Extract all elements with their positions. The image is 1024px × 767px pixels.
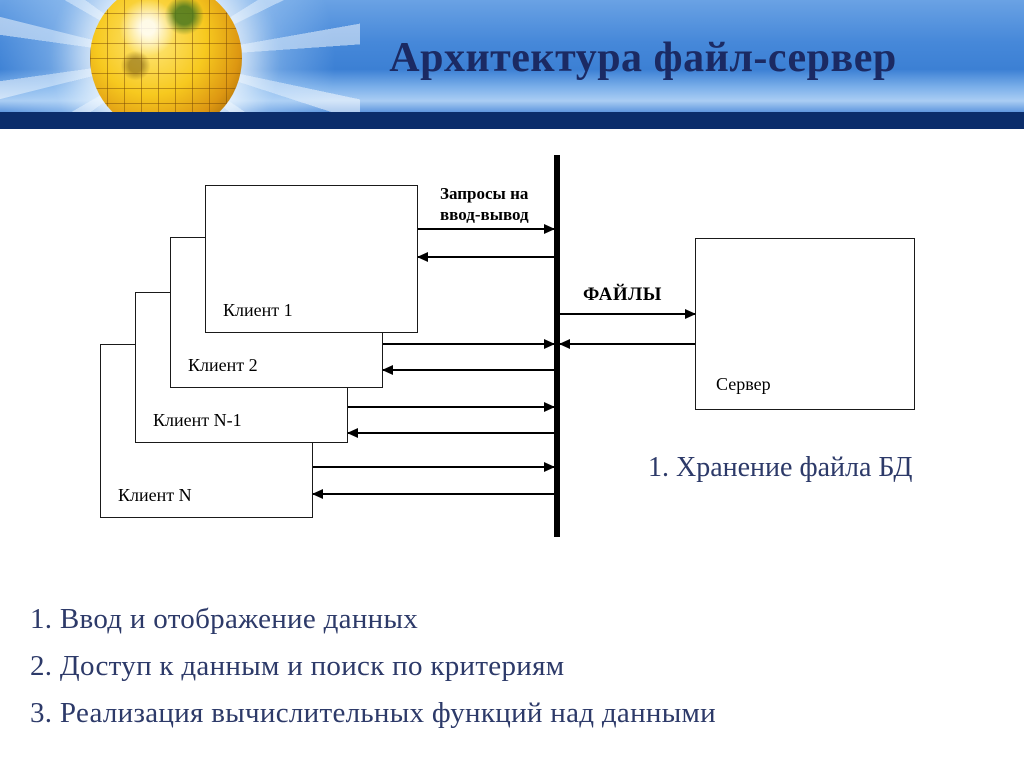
client-n-label: Клиент N <box>118 485 192 505</box>
arrow-bus-to-client1 <box>417 252 554 262</box>
arrow-client1-to-bus <box>418 224 555 234</box>
server-label: Сервер <box>716 374 771 394</box>
notes-list: 1. Ввод и отображение данных 2. Доступ к… <box>30 603 716 745</box>
header-accent-bar <box>0 112 1024 129</box>
arrow-clientn-to-bus <box>313 462 555 472</box>
note-item-2: 2. Доступ к данным и поиск по критериям <box>30 649 565 682</box>
globe-icon <box>90 0 242 112</box>
files-label: ФАЙЛЫ <box>583 284 662 305</box>
io-request-label: Запросы на ввод-вывод <box>440 184 529 225</box>
client-n1-label: Клиент N-1 <box>153 410 242 430</box>
client-1-label: Клиент 1 <box>223 300 293 320</box>
arrow-bus-to-clientn <box>312 489 554 499</box>
note-item-1: 1. Ввод и отображение данных <box>30 603 419 635</box>
server-note: 1. Хранение файла БД <box>648 452 913 483</box>
slide-header: Архитектура файл-сервер <box>0 0 1024 112</box>
client-2-label: Клиент 2 <box>188 355 258 375</box>
page-title: Архитектура файл-сервер <box>389 35 897 81</box>
network-bus-line <box>554 155 560 537</box>
arrow-bus-to-clientn1 <box>347 428 554 438</box>
server-box: Сервер <box>695 238 915 410</box>
arrow-bus-to-server <box>560 309 696 319</box>
arrow-bus-to-client2 <box>382 365 554 375</box>
note-item-3: 3. Реализация вычислительных функций над… <box>30 696 716 729</box>
arrow-client2-to-bus <box>383 339 555 349</box>
arrow-clientn1-to-bus <box>348 402 555 412</box>
client-1-box: Клиент 1 <box>205 185 418 333</box>
arrow-server-to-bus <box>559 339 695 349</box>
